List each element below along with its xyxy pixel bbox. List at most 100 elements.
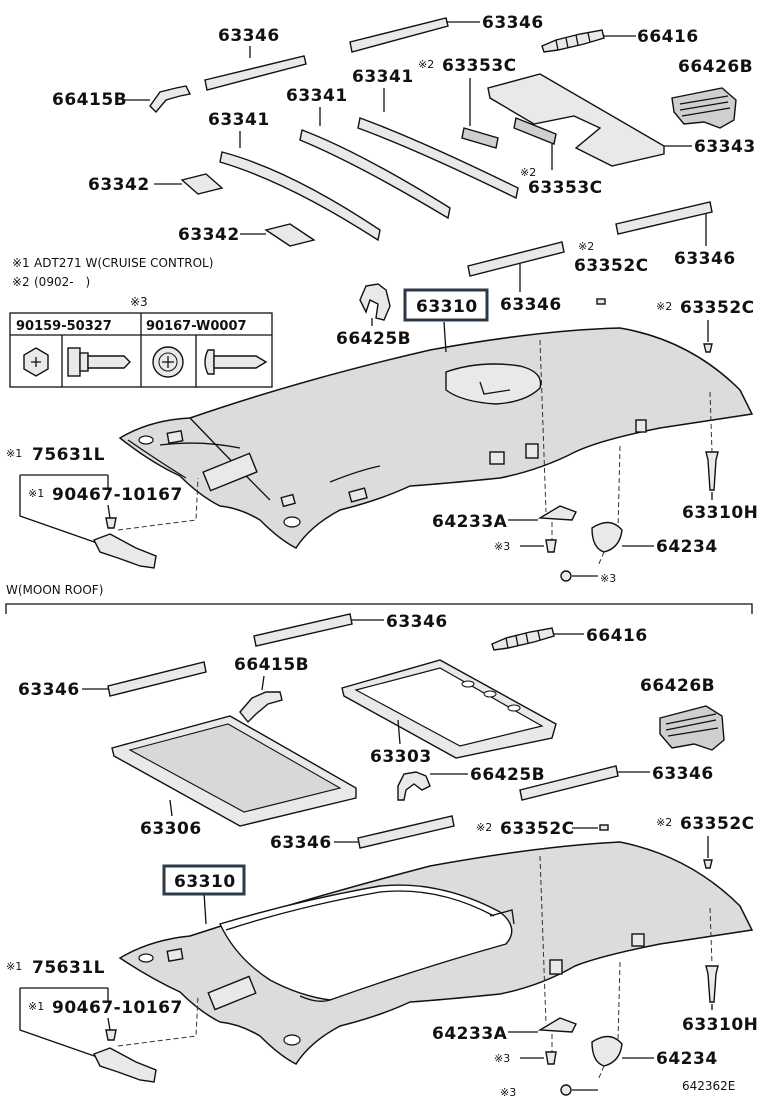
label-63343-top: 63343: [694, 137, 756, 157]
label-63303-bot: 63303: [370, 747, 432, 767]
part-66415b-top: [149, 85, 192, 114]
label-63310h-top: 63310H: [682, 503, 758, 523]
part-66426b-bot: [659, 705, 725, 751]
part-66426b-top: [671, 87, 737, 129]
clip-63352c-top-a: [596, 298, 606, 305]
screw-side-icon: [204, 349, 268, 375]
pad-63346-top-a: [349, 17, 480, 53]
label-63342-top-b: 63342: [178, 225, 240, 245]
strip-63341-top-a: [357, 117, 519, 200]
hex-nut-icon: [23, 347, 49, 377]
screw-top-b: [560, 570, 572, 582]
label-63346-bot-b: 63346: [18, 680, 80, 700]
label-63341-top-a: 63341: [352, 67, 414, 87]
label-64233a-bot: 64233A: [432, 1024, 508, 1044]
label-75631l-top: 75631L: [32, 445, 105, 465]
label-63346-bot-a: 63346: [386, 612, 448, 632]
figure-code: 642362E: [682, 1079, 735, 1093]
label-63341-top-c: 63341: [208, 110, 270, 130]
label-63346-top-c: 63346: [674, 249, 736, 269]
label-63310-bot: 63310: [174, 872, 236, 892]
label-63342-top-a: 63342: [88, 175, 150, 195]
mark-2-top-d: ※2: [656, 300, 672, 313]
section-moon-roof-title: W(MOON ROOF): [6, 583, 103, 597]
table-header-90159: 90159-50327: [16, 319, 112, 334]
pad-63346-bot-b: [107, 661, 207, 697]
mark-3-bot-b: ※3: [500, 1086, 516, 1099]
part-66425b-bot: [397, 771, 431, 801]
fastener-table: 90159-50327 90167-W0007: [9, 312, 273, 388]
mark-3-top-a: ※3: [494, 540, 510, 553]
hook-64233a-top: [537, 505, 577, 521]
label-66415b-top: 66415B: [52, 90, 127, 110]
pad-63306-bot: [111, 715, 357, 827]
label-64234-bot: 64234: [656, 1049, 718, 1069]
label-75631l-bot: 75631L: [32, 958, 105, 978]
note3-mark: ※3: [130, 295, 148, 309]
label-66426b-bot: 66426B: [640, 676, 715, 696]
label-66425b-bot: 66425B: [470, 765, 545, 785]
part-66415b-bot: [239, 691, 283, 724]
label-63310h-bot: 63310H: [682, 1015, 758, 1035]
pad-63343-top: [487, 73, 665, 167]
hex-bolt-icon: [67, 347, 131, 377]
label-64233a-top: 64233A: [432, 512, 508, 532]
part-66416-bot: [491, 627, 555, 651]
hook-64233a-bot: [537, 1017, 577, 1033]
pad-63346-bot-c: [519, 765, 619, 801]
label-66416-top: 66416: [637, 27, 699, 47]
frame-63303-bot: [341, 659, 557, 759]
label-63353c-top-a: 63353C: [442, 56, 517, 76]
pad-63342-top-a: [180, 173, 224, 195]
pad-63346-top-d: [467, 241, 565, 277]
mark-1-bot-b: ※1: [28, 1000, 44, 1013]
label-box-63310-top: [403, 288, 489, 322]
mark-2-top-b: ※2: [520, 166, 536, 179]
label-66416-bot: 66416: [586, 626, 648, 646]
clip-63310h-top: [705, 451, 719, 491]
label-63310-top: 63310: [416, 297, 478, 317]
part-66416-top: [541, 29, 636, 53]
mark-2-top-a: ※2: [418, 58, 434, 71]
label-64234-top: 64234: [656, 537, 718, 557]
clip-63310h-bot: [705, 965, 719, 1003]
pad-63353c-top-a: [461, 127, 499, 149]
part-75631l-top: [93, 533, 157, 569]
strip-63341-top-b: [299, 129, 451, 220]
label-63346-bot-c: 63346: [652, 764, 714, 784]
mark-2-bot-b: ※2: [656, 816, 672, 829]
pad-63353c-top-b: [513, 117, 557, 145]
label-66415b-bot: 66415B: [234, 655, 309, 675]
holder-64234-top: [591, 521, 623, 553]
mark-1-bot-a: ※1: [6, 960, 22, 973]
label-63352c-bot-b: 63352C: [680, 814, 755, 834]
note2-text: (0902- ): [34, 275, 90, 289]
label-63346-top-b: 63346: [218, 26, 280, 46]
label-63346-top-a: 63346: [482, 13, 544, 33]
screw-bot-a: [545, 1051, 557, 1065]
label-63352c-top-a: 63352C: [574, 256, 649, 276]
screw-top-a: [545, 539, 557, 553]
pad-63346-bot-a: [253, 613, 353, 647]
label-63353c-top-b: 63353C: [528, 178, 603, 198]
clip-63352c-bot-b: [703, 859, 713, 869]
label-63346-bot-d: 63346: [270, 833, 332, 853]
clip-63352c-top-b: [703, 343, 713, 353]
label-63352c-bot-a: 63352C: [500, 819, 575, 839]
headliner-63310-top: [118, 327, 754, 549]
note2-mark: ※2: [12, 275, 30, 289]
phillips-screw-icon: [152, 346, 184, 378]
label-63341-top-b: 63341: [286, 86, 348, 106]
label-66426b-top: 66426B: [678, 57, 753, 77]
label-63306-bot: 63306: [140, 819, 202, 839]
holder-64234-bot: [591, 1035, 623, 1067]
pad-63342-top-b: [264, 223, 316, 247]
mark-2-top-c: ※2: [578, 240, 594, 253]
screw-bot-b: [560, 1084, 572, 1096]
strip-63341-top-c: [219, 151, 381, 242]
mark-3-bot-a: ※3: [494, 1052, 510, 1065]
pad-63346-top-b: [204, 55, 307, 91]
label-box-63310-bot: [162, 864, 246, 896]
pad-63346-top-c: [615, 201, 713, 235]
